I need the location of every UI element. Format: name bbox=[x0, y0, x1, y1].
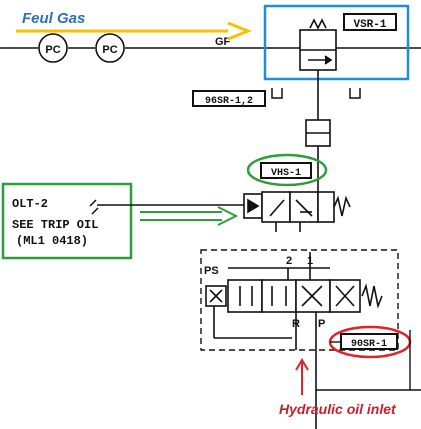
vhs-valve bbox=[243, 191, 351, 232]
hydraulic-inlet-arrow bbox=[295, 358, 309, 395]
pc-gauge-1: PC bbox=[38, 33, 68, 63]
vhs-tag: VHS-1 bbox=[271, 168, 301, 179]
port-p: P bbox=[318, 318, 325, 330]
vhs-tag-box bbox=[260, 162, 312, 179]
fuel-gas-title: Feul Gas bbox=[22, 10, 85, 27]
pc-gauge-2-label: PC bbox=[102, 44, 117, 56]
olt-highlight-box bbox=[1, 182, 133, 260]
olt-line2: SEE TRIP OIL bbox=[12, 218, 98, 232]
olt-green-arrow bbox=[140, 206, 239, 226]
drain-symbols bbox=[271, 88, 361, 99]
sr96-tag-box bbox=[192, 90, 266, 107]
pc-gauge-2: PC bbox=[95, 33, 125, 63]
olt-line3: (ML1 0418) bbox=[16, 234, 88, 248]
manifold-dashed-box bbox=[200, 249, 399, 351]
sr96-tag: 96SR-1,2 bbox=[205, 96, 253, 107]
hydraulic-inlet-label: Hydraulic oil inlet bbox=[279, 401, 397, 417]
vhs-highlight-ellipse bbox=[246, 153, 328, 187]
vsr-tag-box bbox=[343, 13, 397, 31]
outlet-lines bbox=[316, 330, 421, 391]
port-ps: PS bbox=[204, 265, 219, 277]
fuel-gas-arrow bbox=[16, 21, 253, 41]
vsr-tag: VSR-1 bbox=[353, 19, 386, 31]
vsr-valve bbox=[299, 18, 337, 88]
manifold-valve bbox=[205, 252, 383, 429]
olt-signal-line bbox=[89, 199, 244, 215]
pc-gauge-1-label: PC bbox=[45, 44, 60, 56]
actuator-link bbox=[305, 88, 331, 192]
vsr-highlight-box bbox=[263, 4, 410, 81]
sr90-tag: 90SR-1 bbox=[351, 339, 387, 350]
port-2: 2 bbox=[286, 255, 292, 267]
olt-line1: OLT-2 bbox=[12, 197, 48, 211]
gf-label: GF bbox=[215, 36, 231, 48]
